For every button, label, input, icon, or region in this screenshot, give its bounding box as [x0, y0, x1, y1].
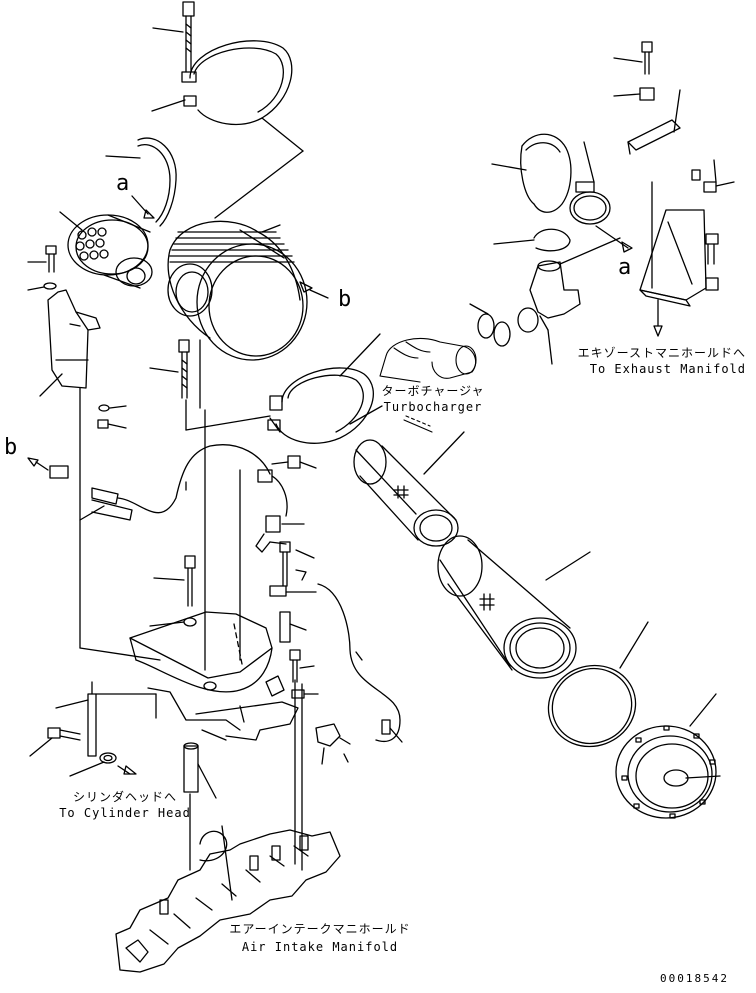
- gasket-pair: [470, 304, 510, 346]
- callout-b-right: b: [338, 287, 352, 312]
- turbo-pipe: [518, 238, 620, 364]
- o-ring: [537, 622, 648, 759]
- safety-element: [354, 432, 464, 546]
- drawing-code: 00018542: [660, 972, 729, 985]
- wire-loop-right: [318, 584, 400, 741]
- bracket-plate-right: [596, 160, 734, 336]
- stud-lower-left: [56, 682, 156, 756]
- left-small-hardware: [98, 405, 126, 428]
- leader-labels: [132, 196, 382, 900]
- support-bracket: [130, 612, 298, 740]
- callout-a-right: a: [618, 255, 632, 280]
- left-bolt-set: [28, 246, 56, 290]
- bolt-right-mid: [290, 650, 314, 682]
- turbo-elbow: [380, 338, 476, 432]
- callout-b-left: b: [4, 435, 18, 460]
- turbo-label-en: Turbocharger: [383, 400, 483, 414]
- spacer-upper: [280, 612, 306, 642]
- sensor-bolt: [272, 456, 316, 468]
- cylinder-label-jp: シリンダヘッドへ: [72, 790, 177, 804]
- clamp-band-center: [268, 334, 380, 443]
- exhaust-bracket: [614, 42, 680, 154]
- hose-clamps-right: [494, 142, 610, 251]
- left-bracket: [40, 290, 100, 396]
- bolt-lower-left: [150, 556, 196, 626]
- bolt-horizontal-left: [30, 728, 136, 776]
- intake-label-jp: エアーインテークマニホールド: [229, 922, 411, 936]
- exhaust-label-en: To Exhaust Manifold: [589, 362, 746, 376]
- callout-a-left: a: [116, 171, 130, 196]
- u-clip: [106, 138, 176, 226]
- sensor-fitting: [256, 516, 304, 552]
- temp-sensor: [316, 720, 402, 764]
- dust-cover: [60, 212, 152, 288]
- intake-label-en: Air Intake Manifold: [241, 940, 399, 954]
- cylinder-label-en: To Cylinder Head: [59, 806, 191, 820]
- bolt-pair-mid: [270, 542, 316, 596]
- bracket-small: [266, 676, 318, 698]
- leader-vertical: [80, 340, 270, 670]
- end-cover: [616, 694, 720, 818]
- spacer-lower: [184, 743, 216, 798]
- leader-lines-top: [152, 28, 303, 218]
- turbo-label-jp: ターボチャージャ: [381, 384, 485, 398]
- exhaust-label-jp: エキゾーストマニホールドへ: [577, 346, 746, 360]
- long-bolt-mid: [150, 340, 189, 398]
- intake-manifold: [116, 680, 340, 972]
- air-cleaner-body: [168, 221, 328, 360]
- sensor-wire: [28, 445, 287, 520]
- top-bolt: [183, 2, 194, 72]
- clamp-band-upper: [182, 41, 292, 125]
- rubber-elbow: [492, 134, 571, 212]
- primary-element: [438, 536, 590, 678]
